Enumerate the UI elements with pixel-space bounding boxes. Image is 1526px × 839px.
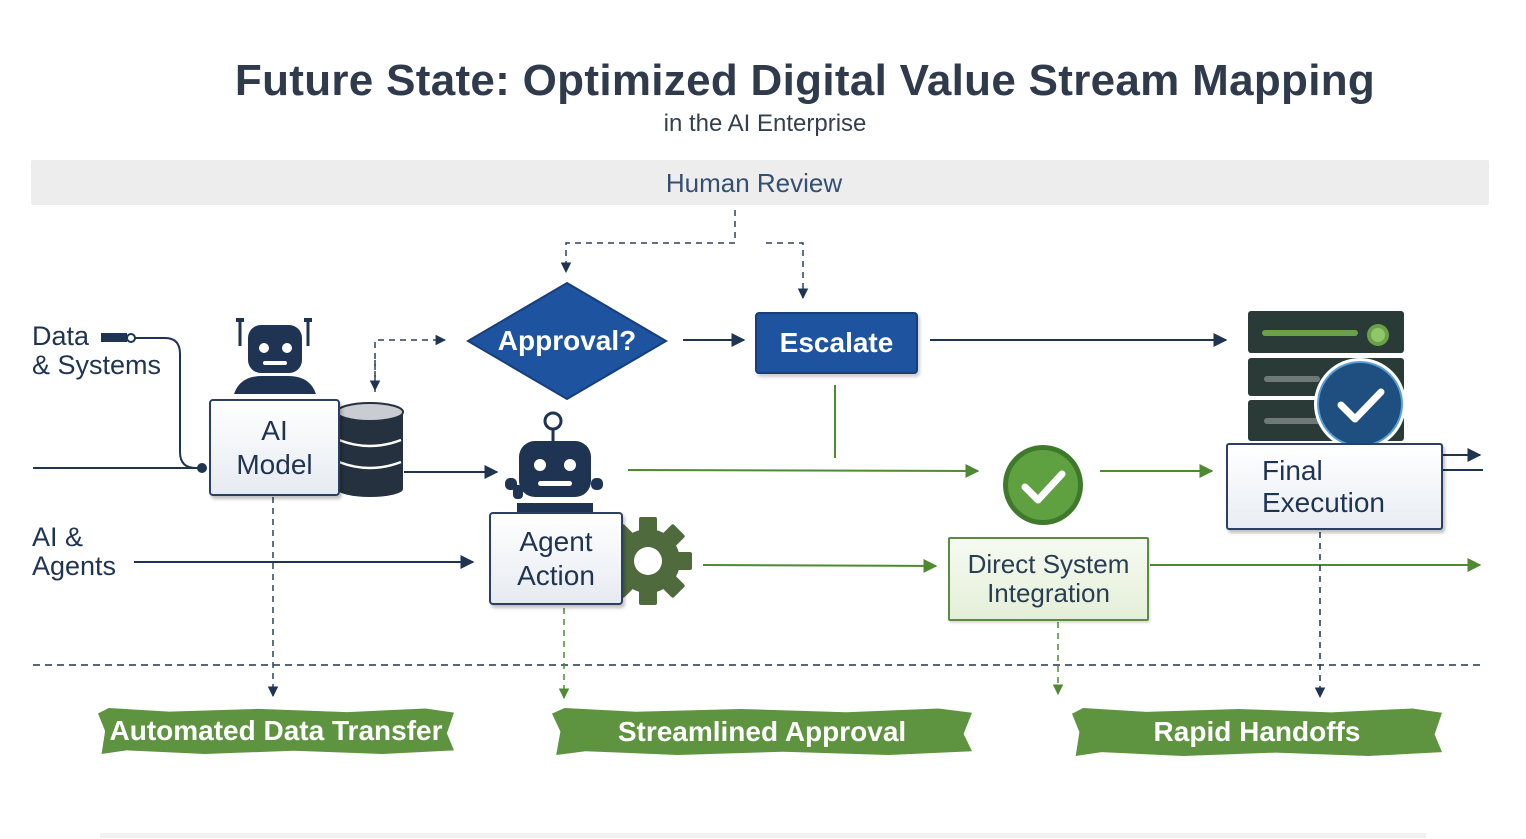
human-review-band <box>31 160 1489 205</box>
final-line2: Execution <box>1262 487 1385 518</box>
page-subtitle: in the AI Enterprise <box>663 110 867 137</box>
final-line1: Final <box>1262 455 1323 486</box>
lane-label-data-line1: Data <box>32 321 90 351</box>
ai-model-node[interactable]: AI Model <box>209 399 340 496</box>
lane-label-data-line2: & Systems <box>32 350 162 380</box>
robot-icon <box>234 318 316 394</box>
ai-model-line2: Model <box>236 448 313 480</box>
ai-model-line1: AI <box>261 414 288 446</box>
final-execution-node[interactable]: Final Execution <box>1226 443 1443 530</box>
approval-label[interactable]: Approval? <box>497 325 637 356</box>
page-title: Future State: Optimized Digital Value St… <box>234 56 1376 105</box>
escalate-node[interactable]: Escalate <box>755 312 918 374</box>
direct-system-integration-node[interactable]: Direct System Integration <box>948 537 1149 621</box>
lane-label-ai-line2: Agents <box>32 551 117 581</box>
direct-line2: Integration <box>987 578 1110 608</box>
lane-label-data: Data & Systems <box>32 322 161 380</box>
outcome-streamlined-approval: Streamlined Approval <box>552 708 972 755</box>
database-icon <box>336 402 404 497</box>
footer-divider <box>100 833 1426 838</box>
check-circle-icon <box>1003 445 1083 525</box>
agent-robot-icon <box>505 411 603 515</box>
lane-label-ai-agents: AI & Agents <box>32 523 116 581</box>
review-dashed-links <box>369 210 809 392</box>
navy-flows <box>33 333 1483 569</box>
agent-action-line1: Agent <box>519 525 593 557</box>
outcome-dashed-links <box>267 497 1326 700</box>
agent-action-node[interactable]: Agent Action <box>489 512 623 605</box>
human-review-label: Human Review <box>665 168 843 198</box>
approval-diamond <box>466 281 668 401</box>
outcome-rapid-handoffs: Rapid Handoffs <box>1072 708 1442 756</box>
verified-badge-icon <box>1314 358 1406 450</box>
agent-action-line2: Action <box>517 559 595 591</box>
green-flows <box>627 385 1482 573</box>
outcome-automated-data-transfer: Automated Data Transfer <box>98 708 454 754</box>
direct-line1: Direct System <box>967 549 1130 579</box>
lane-label-ai-line1: AI & <box>32 522 84 552</box>
